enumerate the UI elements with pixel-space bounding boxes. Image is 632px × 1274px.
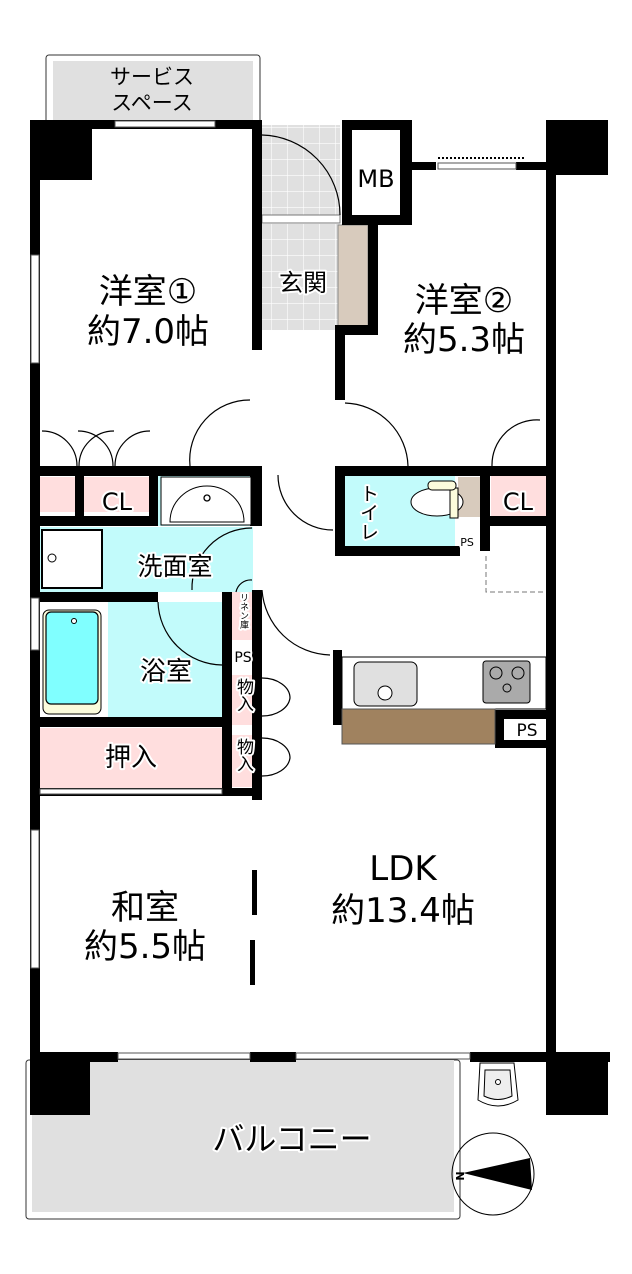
western2-name: 洋室②	[415, 281, 513, 321]
bathroom-label: 浴室	[140, 657, 192, 687]
monoire2-label: 物入	[233, 738, 254, 772]
service-space	[45, 54, 261, 126]
oshiire-label: 押入	[105, 743, 157, 773]
western1-size: 約7.0帖	[87, 312, 209, 352]
compass-north-label: N	[454, 1171, 467, 1180]
toilet-icon	[410, 477, 480, 519]
cl1-label: CL	[102, 488, 133, 516]
cl2-label: CL	[503, 488, 534, 516]
japanese-size: 約5.5帖	[84, 927, 206, 967]
compass-icon: N	[451, 1132, 535, 1216]
ldk-size: 約13.4帖	[331, 891, 475, 931]
toilet-label: トイレ	[357, 484, 379, 541]
mb-label: MB	[357, 165, 394, 193]
ldk-name: LDK	[369, 849, 438, 889]
service-space-label-1: サービス	[110, 65, 194, 89]
fridge-space	[485, 556, 546, 593]
entrance-label: 玄関	[279, 269, 327, 297]
stove-icon	[482, 660, 531, 704]
western1-name: 洋室①	[99, 272, 197, 312]
balcony-drain-icon	[477, 1062, 519, 1107]
washroom-label: 洗面室	[137, 552, 212, 581]
sink-icon	[353, 661, 418, 707]
kitchen	[341, 656, 547, 745]
western2-size: 約5.3帖	[403, 320, 525, 360]
bathtub-icon	[42, 609, 102, 715]
japanese-name: 和室	[111, 888, 179, 928]
balcony-label: バルコニー	[212, 1120, 371, 1158]
room-labels: サービス スペース 洋室① 約7.0帖 玄関 MB 洋室② 約5.3帖 CL C…	[84, 65, 538, 1160]
linen-label: リネン庫	[238, 593, 249, 630]
ps2-label: PS	[234, 650, 251, 666]
service-space-label-2: スペース	[111, 91, 192, 115]
balcony	[25, 1059, 461, 1220]
shoe-cabinet	[337, 224, 369, 334]
ps1-label: PS	[460, 536, 474, 549]
monoire1-label: 物入	[233, 678, 254, 712]
doors	[41, 134, 541, 777]
wash-basin-icon	[160, 476, 252, 526]
ps3-label: PS	[516, 721, 537, 741]
washing-machine-icon	[41, 529, 103, 589]
windows	[30, 120, 517, 1060]
entrance-floor	[262, 125, 340, 330]
